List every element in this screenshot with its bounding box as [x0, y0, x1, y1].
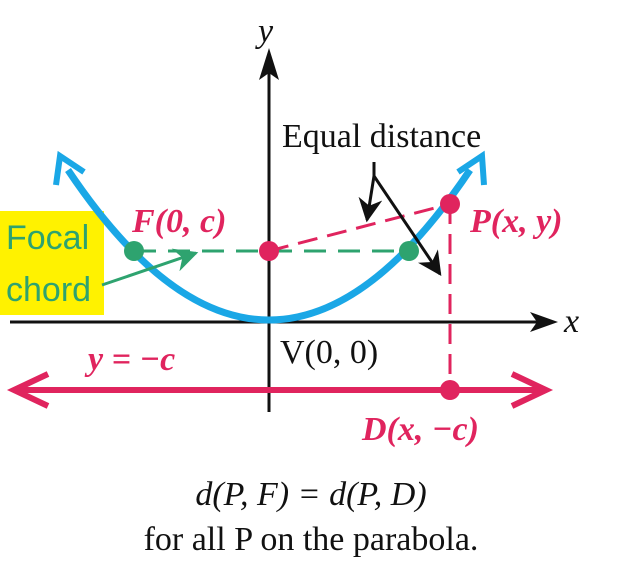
parabola-curve	[65, 168, 473, 324]
caption-line2: for all P on the parabola.	[143, 521, 479, 558]
caption-equation: d(P, F) = d(P, D)	[195, 476, 427, 513]
parabola-left-arrow-icon	[53, 150, 86, 186]
equal-distance-arrow-pf	[358, 175, 383, 223]
point-D	[440, 380, 460, 400]
vertex-label: V(0, 0)	[280, 334, 378, 371]
equal-distance-arrow-pd	[372, 175, 442, 276]
directrix-left-arrow-icon	[6, 371, 50, 409]
focal-chord-highlight	[0, 211, 104, 315]
y-axis-arrowhead-icon	[259, 48, 279, 80]
focal-chord-pointer	[101, 248, 199, 287]
directrix-right-arrow-icon	[510, 371, 554, 409]
directrix-label: y = −c	[84, 341, 175, 378]
y-axis-label: y	[255, 13, 274, 50]
point-P	[440, 194, 460, 214]
x-axis-label: x	[563, 303, 579, 340]
point-P-label: P(x, y)	[469, 203, 563, 240]
caption-line1: d(P, F) = d(P, D)	[0, 476, 622, 514]
equal-distance-label: Equal distance	[282, 118, 481, 155]
focal-chord-label-line1: Focal	[6, 219, 90, 257]
focus-point	[259, 241, 279, 261]
segment-PF	[268, 202, 451, 253]
focus-label: F(0, c)	[131, 203, 226, 240]
parabola-right-arrow-icon	[456, 150, 487, 186]
x-axis-arrowhead-icon	[530, 312, 558, 332]
focal-chord-endpoint-left	[124, 241, 144, 261]
focal-chord-endpoint-right	[399, 241, 419, 261]
point-D-label: D(x, −c)	[361, 411, 479, 448]
focal-chord-label-line2: chord	[6, 271, 92, 309]
